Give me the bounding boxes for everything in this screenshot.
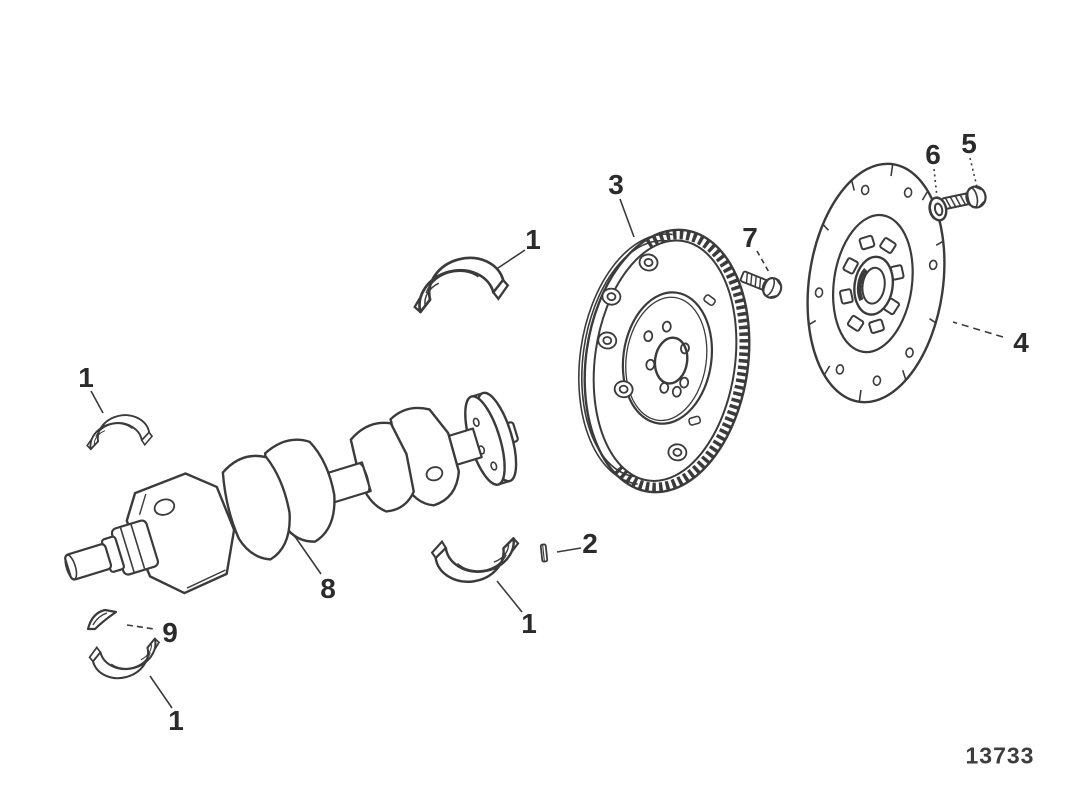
key	[86, 608, 118, 631]
bolt-7	[737, 265, 786, 302]
callout-4: 4	[1013, 327, 1029, 358]
main-bearing-shell-upper-center	[404, 247, 512, 322]
callout-1-lower-left: 1	[168, 705, 184, 736]
drawing-number: 13733	[965, 742, 1035, 769]
callout-1-lower-center: 1	[521, 608, 537, 639]
drive-plate	[806, 162, 946, 404]
callout-9: 9	[162, 617, 178, 648]
main-bearing-shell-lower-left	[86, 631, 167, 686]
callout-3: 3	[608, 169, 624, 200]
bolt-5	[939, 183, 989, 216]
main-bearing-shell-upper-left	[82, 409, 155, 456]
callout-5: 5	[961, 128, 977, 159]
washer-6	[928, 196, 948, 222]
crankshaft	[64, 391, 519, 595]
callout-8: 8	[320, 573, 336, 604]
flywheel-flexplate	[578, 228, 751, 494]
callout-1-upper-left: 1	[78, 362, 94, 393]
callout-2: 2	[582, 528, 598, 559]
main-bearing-shell-lower-center	[429, 529, 524, 588]
callout-1-upper-center: 1	[525, 224, 541, 255]
callout-6: 6	[925, 139, 941, 170]
callout-7: 7	[742, 222, 758, 253]
dowel-pin	[539, 543, 549, 563]
